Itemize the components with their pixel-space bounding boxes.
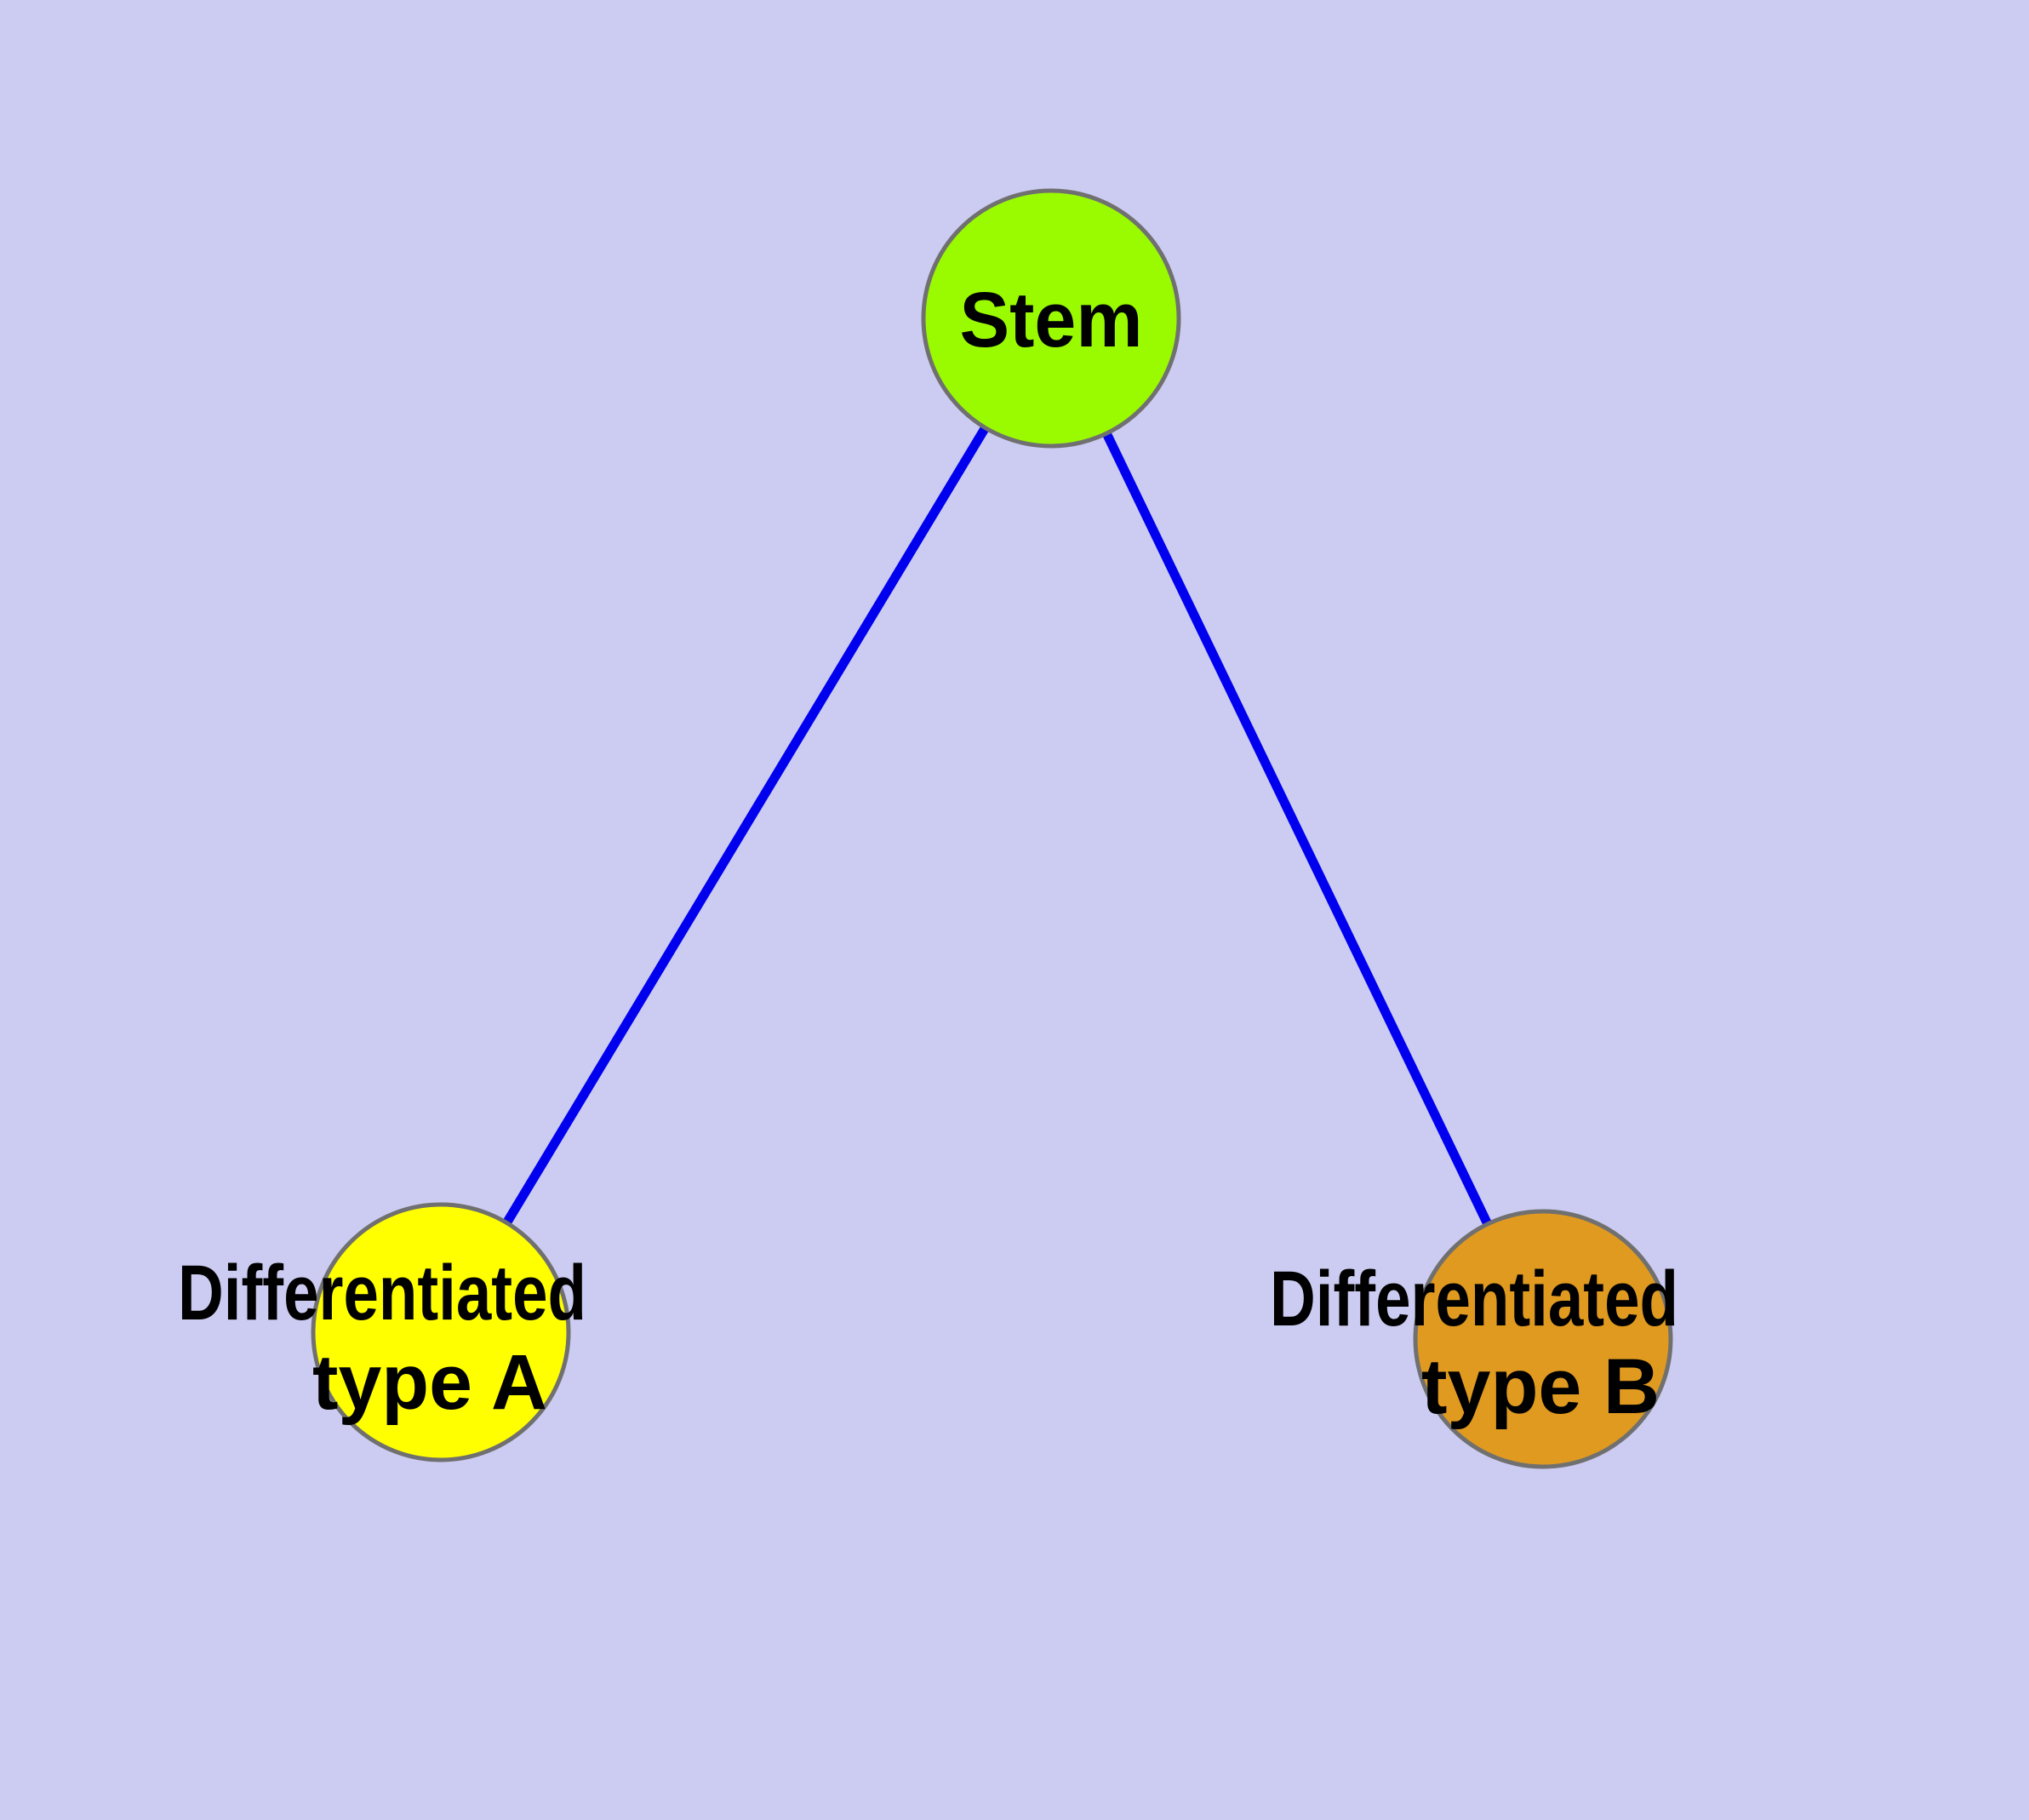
node-type-a-label-line1: Differentiated xyxy=(178,1250,586,1336)
node-type-a xyxy=(311,1202,571,1462)
node-type-b xyxy=(1413,1209,1673,1469)
node-type-b-label-line1: Differentiated xyxy=(1270,1256,1678,1342)
edge-stem-to-type-b xyxy=(1047,316,1547,1342)
node-type-a-label-line2: type A xyxy=(312,1339,547,1426)
edge-stem-to-type-a xyxy=(437,316,1055,1335)
node-stem-label: Stem xyxy=(960,277,1143,363)
node-stem xyxy=(921,188,1181,449)
node-type-b-label-line2: type B xyxy=(1421,1343,1660,1430)
